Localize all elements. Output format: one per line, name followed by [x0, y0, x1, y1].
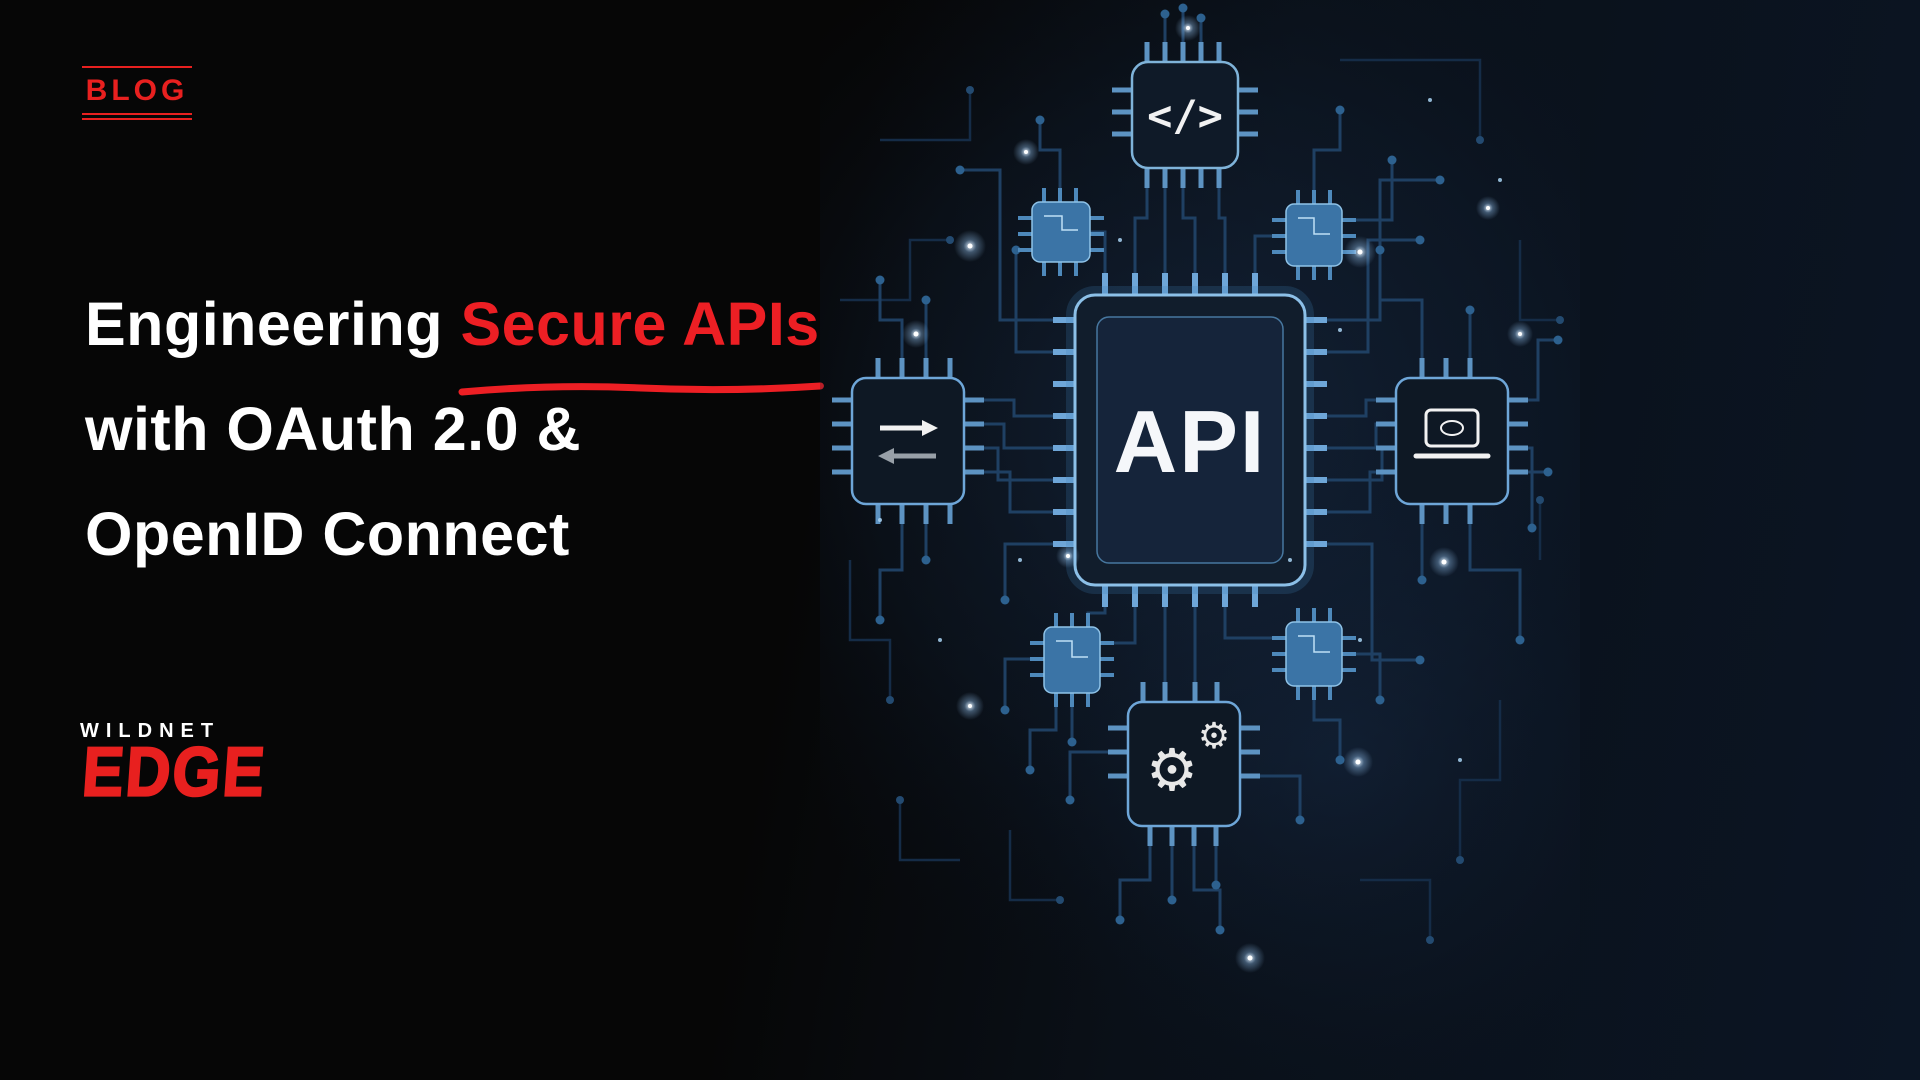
circuit-nodes-ambient: [886, 86, 1564, 944]
headline-line-2: with OAuth 2.0 &: [85, 395, 581, 463]
transfer-arrows-icon: [878, 420, 938, 464]
memory-chip-top-left: [1018, 188, 1104, 276]
badge-label: BLOG: [85, 74, 189, 107]
circuit-nodes: [875, 3, 1563, 935]
sparkle-particles: [878, 15, 1533, 973]
headline-line-1-prefix: Engineering: [85, 290, 461, 358]
memory-chip-bottom-left: [1030, 613, 1114, 707]
blog-badge: BLOG: [82, 66, 192, 123]
badge-top-rule: [82, 66, 192, 68]
api-chip: API: [1053, 273, 1327, 607]
gear-chip: ⚙ ⚙: [1108, 682, 1260, 846]
code-icon: </>: [1147, 91, 1223, 140]
device-chip: [1376, 358, 1528, 524]
gear-icon: ⚙: [1146, 738, 1198, 803]
logo-wordmark-top: WILDNET: [80, 720, 221, 742]
code-chip: </>: [1112, 42, 1258, 188]
transfer-chip: [832, 358, 984, 524]
api-circuit-illustration: </> ⚙ ⚙: [820, 0, 1580, 1080]
memory-chip-top-right: [1272, 190, 1356, 280]
page-title: Engineering Secure APIs with OAuth 2.0 &…: [85, 272, 825, 587]
headline-highlight: Secure APIs: [458, 272, 825, 396]
wildnet-edge-logo: WILDNET EDGE: [79, 720, 270, 812]
memory-chip-bottom-right: [1272, 608, 1356, 700]
api-chip-label: API: [1114, 392, 1267, 491]
logo-wordmark-main: EDGE: [79, 733, 270, 812]
gear-icon-small: ⚙: [1198, 715, 1230, 756]
laptop-icon: [1413, 408, 1491, 459]
badge-bottom-rules: [82, 113, 192, 120]
red-underline-stroke: [458, 382, 825, 396]
headline-line-3: OpenID Connect: [85, 500, 570, 568]
headline-line-1: Engineering Secure APIs: [85, 272, 825, 396]
